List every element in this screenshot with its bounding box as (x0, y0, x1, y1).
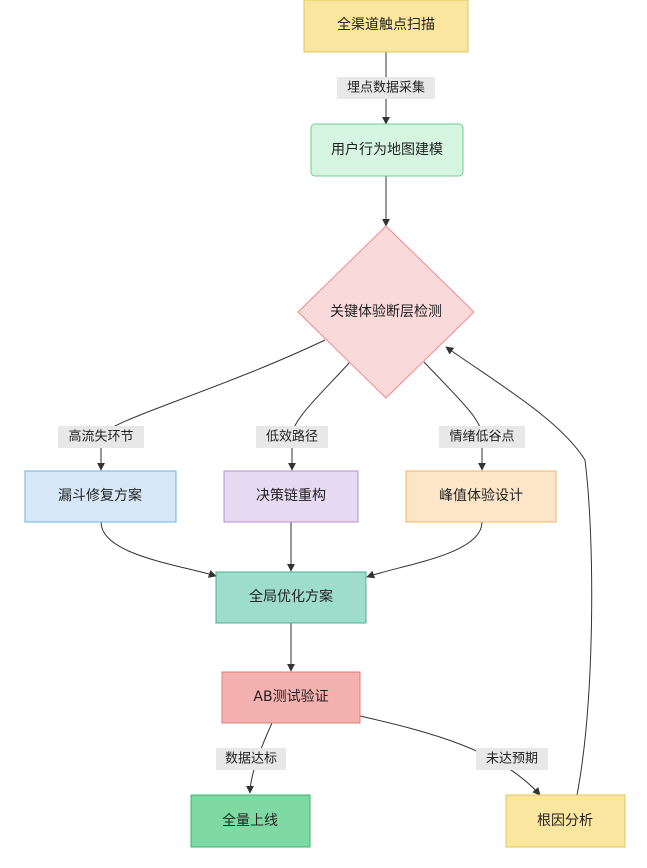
edge-abtest-root (359, 715, 541, 796)
edge-label-emotion-low-text: 情绪低谷点 (449, 430, 514, 445)
node-abtest-label: AB测试验证 (253, 689, 328, 705)
edge-label-high-loss: 高流失环节 (58, 426, 144, 448)
node-abtest-box (221, 671, 361, 724)
node-global-box (215, 571, 367, 624)
node-funnel-label: 漏斗修复方案 (58, 487, 142, 504)
node-global-label: 全局优化方案 (249, 588, 333, 605)
node-abtest: AB测试验证 (221, 671, 361, 724)
node-detect: 关键体验断层检测 (297, 225, 475, 399)
node-scan-box (303, 0, 469, 53)
edge-label-not-met: 未达预期 (476, 748, 548, 770)
node-funnel: 漏斗修复方案 (24, 470, 177, 523)
edge-detect-chain (288, 361, 351, 471)
edge-label-data-ok: 数据达标 (216, 748, 286, 770)
edge-funnel-global (100, 521, 217, 578)
node-chain-box (223, 470, 359, 523)
edge-label-low-eff-text: 低效路径 (266, 429, 318, 445)
node-global: 全局优化方案 (215, 571, 367, 624)
node-root-label: 根因分析 (537, 813, 593, 829)
node-launch: 全量上线 (190, 794, 311, 848)
edge-detect-peak (423, 361, 486, 471)
edge-label-low-eff: 低效路径 (256, 426, 328, 448)
node-root-box (505, 794, 626, 848)
node-detect-diamond (297, 225, 475, 399)
edge-label-collect: 埋点数据采集 (337, 77, 435, 99)
node-launch-box (190, 794, 311, 848)
node-funnel-box (24, 470, 177, 523)
edge-label-not-met-text: 未达预期 (486, 752, 538, 767)
edge-detect-funnel (97, 339, 326, 471)
node-peak-label: 峰值体验设计 (439, 488, 523, 504)
edge-label-emotion-low: 情绪低谷点 (439, 426, 525, 448)
node-peak-box (405, 470, 557, 523)
node-scan-label: 全渠道触点扫描 (337, 16, 435, 33)
edge-peak-global (366, 521, 483, 579)
edge-label-data-ok-text: 数据达标 (225, 752, 277, 767)
node-launch-label: 全量上线 (222, 812, 278, 829)
node-chain-label: 决策链重构 (256, 487, 326, 504)
edge-label-high-loss-text: 高流失环节 (68, 429, 133, 445)
node-map: 用户行为地图建模 (310, 123, 464, 177)
node-chain: 决策链重构 (223, 470, 359, 523)
node-detect-label: 关键体验断层检测 (330, 304, 442, 320)
node-scan: 全渠道触点扫描 (303, 0, 469, 53)
edge-label-collect-text: 埋点数据采集 (347, 80, 425, 96)
node-map-label: 用户行为地图建模 (331, 141, 443, 158)
node-peak: 峰值体验设计 (405, 470, 557, 523)
edge-root-detect (445, 346, 593, 796)
node-root: 根因分析 (505, 794, 626, 848)
node-map-box (310, 123, 464, 177)
